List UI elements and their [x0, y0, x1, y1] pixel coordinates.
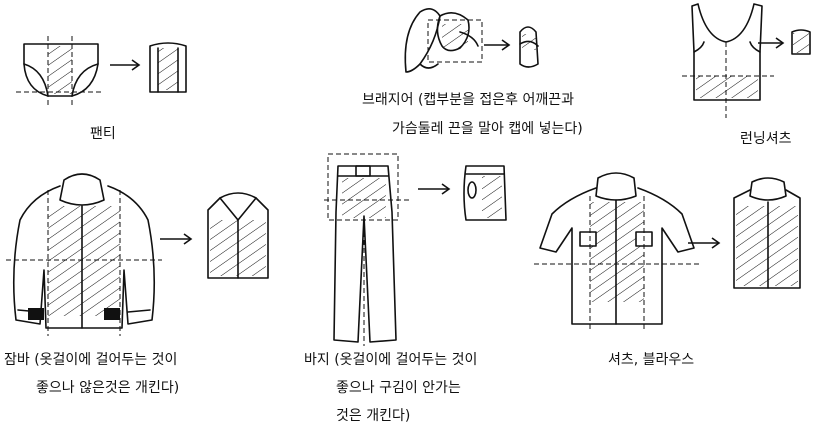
- running-shirt-caption: 런닝셔츠: [740, 131, 792, 147]
- jumper-unfolded-figure: [4, 160, 164, 340]
- brassiere-caption-line1: 브래지어 (캡부분을 접은후 어깨끈과: [362, 92, 575, 108]
- pants-unfolded-figure: [322, 152, 412, 348]
- brassiere-folded-figure: [514, 20, 542, 72]
- shirt-caption: 셔츠, 블라우스: [608, 352, 695, 368]
- arrow-pants: [416, 182, 452, 196]
- jumper-caption-line2: 좋으나 않은것은 개킨다): [36, 380, 180, 396]
- jumper-folded-figure: [202, 190, 274, 282]
- shirt-folded-figure: [728, 176, 806, 292]
- arrow-panties: [108, 58, 142, 72]
- arrow-jumper: [158, 232, 194, 246]
- running-shirt-unfolded-figure: [680, 2, 776, 120]
- pants-caption-line2: 좋으나 구김이 안가는: [336, 380, 461, 396]
- panties-unfolded-figure: [14, 34, 106, 114]
- panties-folded-figure: [146, 38, 190, 96]
- brassiere-caption-line2: 가슴둘레 끈을 말아 캡에 넣는다): [392, 121, 583, 137]
- pants-caption-line1: 바지 (옷걸이에 걸어두는 것이: [304, 352, 478, 368]
- brassiere-unfolded-figure: [398, 2, 488, 84]
- pants-caption-line3: 것은 개킨다): [336, 408, 411, 424]
- arrow-brassiere: [482, 38, 512, 52]
- arrow-running-shirt: [756, 36, 786, 50]
- arrow-shirt: [686, 236, 722, 250]
- jumper-caption-line1: 잠바 (옷걸이에 걸어두는 것이: [4, 352, 178, 368]
- pants-folded-figure: [460, 160, 510, 226]
- panties-caption: 팬티: [90, 126, 116, 142]
- shirt-unfolded-figure: [532, 168, 702, 332]
- running-shirt-folded-figure: [788, 26, 814, 58]
